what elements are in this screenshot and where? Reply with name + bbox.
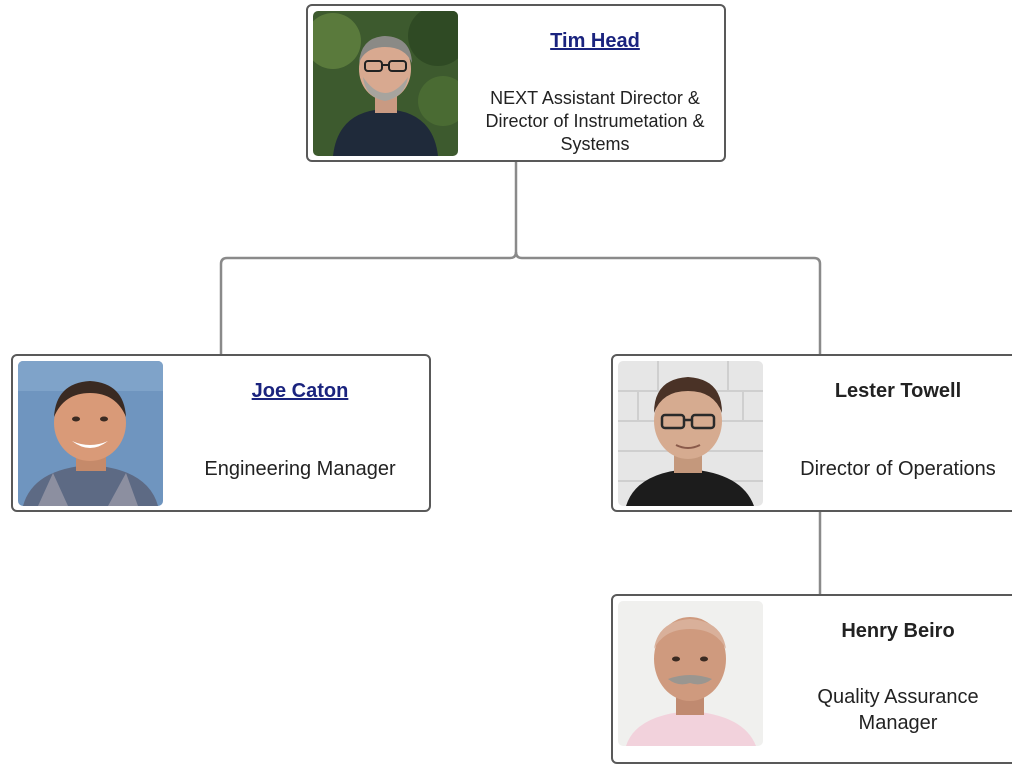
person-name: Lester Towell <box>834 380 962 402</box>
org-card-joe-caton: Joe Caton Engineering Manager <box>11 354 431 512</box>
person-title: Director of Operations <box>800 458 996 480</box>
person-title: Engineering Manager <box>204 458 396 480</box>
person-photo-joe <box>18 361 163 506</box>
person-photo <box>618 601 763 746</box>
connector-tim-to-branch <box>509 162 518 260</box>
person-photo <box>618 361 763 506</box>
connector-branch-to-joe <box>219 256 510 354</box>
person-name-link[interactable]: Tim Head <box>550 30 640 52</box>
person-title: NEXT Assistant Director & Director of In… <box>485 88 705 154</box>
person-photo-henry <box>618 601 763 746</box>
connector-tim-stem-right <box>514 251 523 260</box>
person-photo-lester <box>618 361 763 506</box>
connector-lines <box>219 162 822 595</box>
connector-branch-to-lester <box>522 256 822 354</box>
person-photo-tim <box>313 11 458 156</box>
org-card-tim-head: Tim Head NEXT Assistant Director & Direc… <box>306 4 726 162</box>
org-card-henry-beiro: Henry Beiro Quality Assurance Manager <box>611 594 1012 764</box>
org-card-lester-towell: Lester Towell Director of Operations <box>611 354 1012 512</box>
person-photo <box>18 361 163 506</box>
person-photo <box>313 11 458 156</box>
person-name-link[interactable]: Joe Caton <box>251 380 349 402</box>
person-name: Henry Beiro <box>841 620 955 642</box>
person-title: Quality Assurance Manager <box>817 686 979 734</box>
